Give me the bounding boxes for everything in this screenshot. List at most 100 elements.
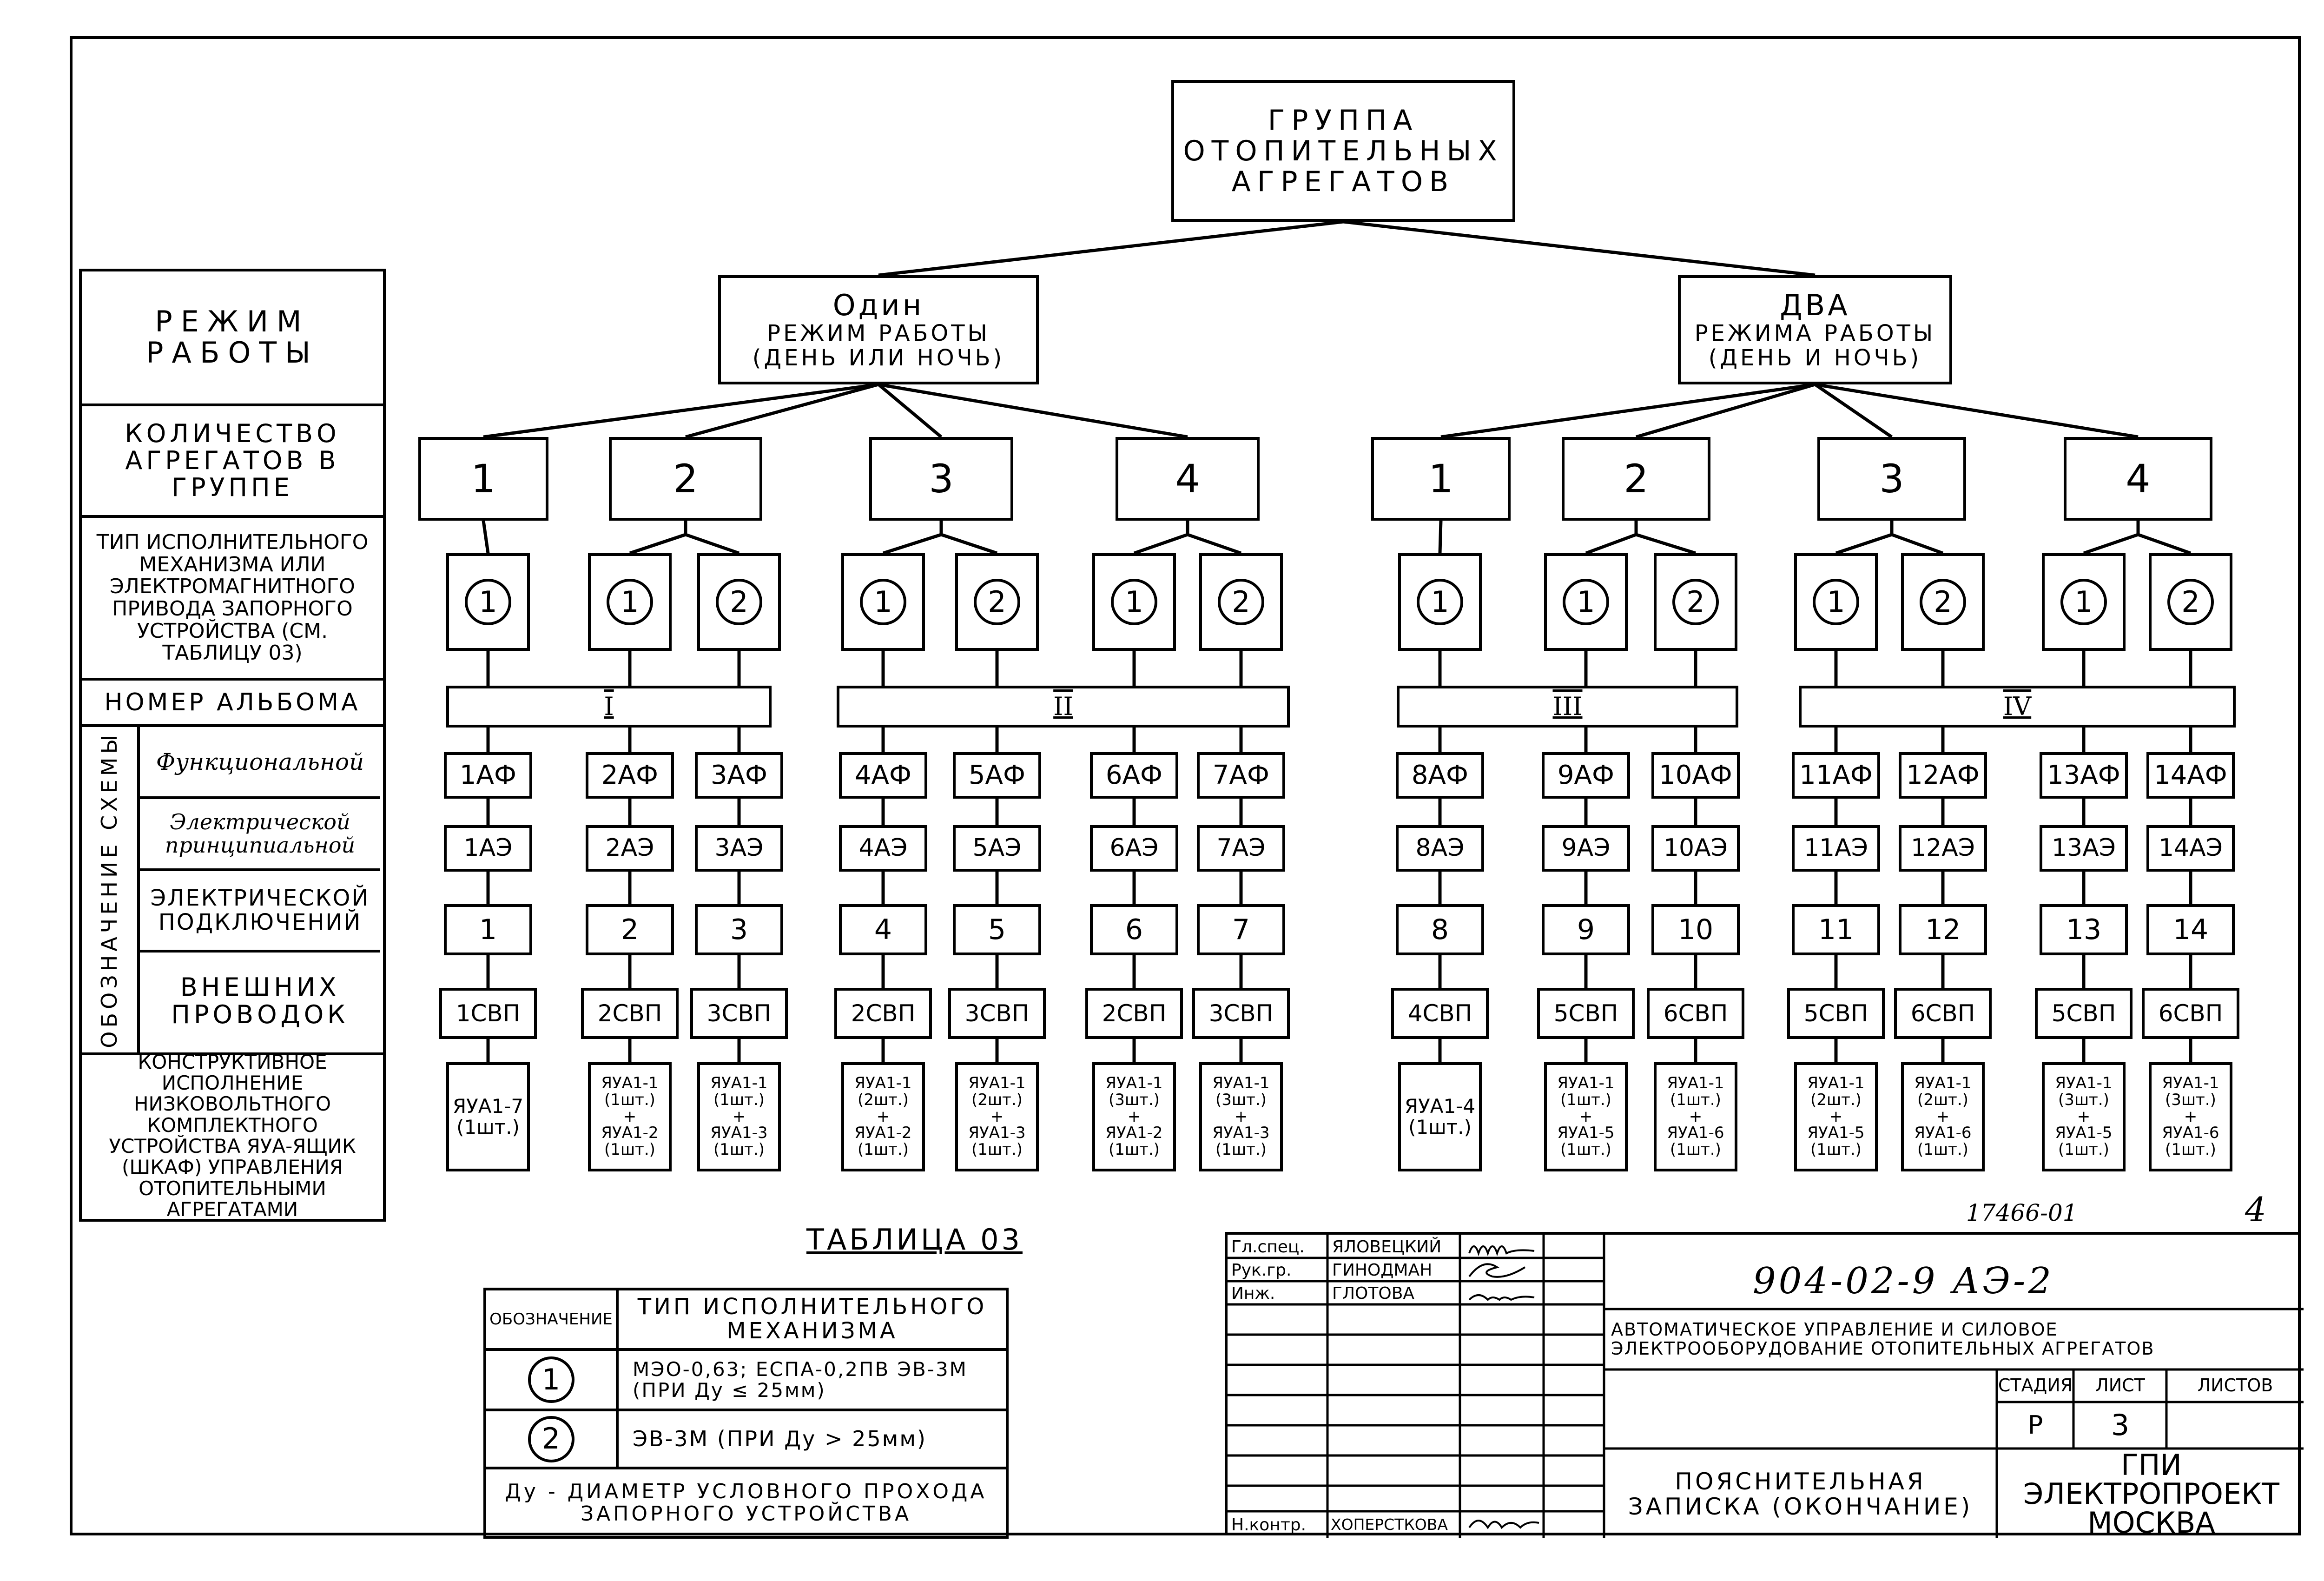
table03-r1: МЭО-0,63; ЕСПА-0,2ПВ ЭВ-3М (ПРИ Ду ≤ 25м… [619,1351,1006,1411]
count-label: 1 [471,456,496,502]
af-cell: 10АФ [1651,752,1740,799]
yaua-line: ЯУА1-2 [854,1124,912,1143]
yaua-cell: ЯУА1-1(2шт.)+ЯУА1-6(1шт.) [1901,1062,1985,1171]
circle-1-icon: 1 [1111,579,1157,625]
connector-line [1635,533,1697,555]
count-node: 1 [1371,437,1511,521]
stamp-name-3: ГЛОТОВА [1332,1284,1415,1303]
mechanism-node: 2 [955,553,1039,651]
yaua-line: ЯУА1-3 [1212,1124,1270,1143]
legend-vnesh: ВНЕШНИХ ПРОВОДОК [171,972,349,1029]
mechanism-label: 2 [730,584,748,619]
svp-cell: 4СВП [1391,988,1489,1039]
connector-line [685,533,740,555]
af-label: 3АФ [710,760,768,791]
yaua-line: (1шт.) [2058,1140,2109,1159]
yaua-cell: ЯУА1-1(1шт.)+ЯУА1-5(1шт.) [1544,1062,1628,1171]
yaua-line: ЯУА1-1 [1212,1074,1270,1093]
connector-line [482,520,490,554]
af-label: 4АФ [854,760,912,791]
svp-label: 4СВП [1407,999,1472,1027]
conn-cell: 10 [1651,904,1740,955]
svp-label: 3СВП [1208,999,1274,1027]
album-label: III [1552,692,1583,721]
circle-1-icon: 1 [607,579,653,625]
conn-cell: 1 [444,904,532,955]
count-node: 2 [1562,437,1710,521]
yaua-line: ЯУА1-1 [1105,1074,1163,1093]
mechanism-label: 2 [1686,584,1705,619]
count-node: 3 [869,437,1013,521]
yaua-line: + [876,1107,890,1126]
yaua-line: (1шт.) [971,1140,1023,1159]
yaua-line: (2шт.) [971,1090,1023,1109]
album-label: I [604,692,614,721]
svp-label: 1СВП [456,999,521,1027]
yaua-line: (1шт.) [1917,1140,1968,1159]
sheet-header: ЛИСТ [2095,1375,2145,1396]
connector-line [1636,383,1816,439]
mechanism-label: 1 [2074,584,2093,619]
yaua-line: (1шт.) [604,1090,655,1109]
stage-value: Р [2027,1410,2043,1440]
ae-label: 2АЭ [605,834,654,862]
circle-2-icon: 2 [2167,579,2214,625]
mechanism-label: 1 [1577,584,1595,619]
connector-line [1585,533,1637,555]
stamp-name-4: ХОПЕРСТКОВА [1331,1515,1448,1534]
yaua-line: (1шт.) [713,1140,765,1159]
yaua-line: + [1579,1107,1593,1126]
legend-func: Функциональной [140,727,380,799]
yaua-cell: ЯУА1-7(1шт.) [446,1062,530,1171]
yaua-line: ЯУА1-3 [710,1124,768,1143]
count-node: 1 [418,437,548,521]
af-cell: 7АФ [1197,752,1285,799]
svp-cell: 2СВП [581,988,679,1039]
table03: ОБОЗНАЧЕНИЕ ТИП ИСПОЛНИТЕЛЬНОГО МЕХАНИЗМ… [483,1288,1009,1539]
conn-label: 1 [479,913,497,946]
yaua-line: ЯУА1-5 [2055,1124,2113,1143]
connector-line [1891,533,1944,555]
table03-h2: ТИП ИСПОЛНИТЕЛЬНОГО МЕХАНИЗМА [619,1290,1006,1351]
legend-oboz-vertical: ОБОЗНАЧЕНИЕ СХЕМЫ [82,727,140,1052]
count-label: 2 [1624,456,1649,502]
ae-label: 8АЭ [1415,834,1465,862]
yaua-line: + [2184,1107,2198,1126]
af-label: 7АФ [1212,760,1270,791]
mechanism-label: 1 [1431,584,1449,619]
yaua-cell: ЯУА1-1(3шт.)+ЯУА1-6(1шт.) [2149,1062,2232,1171]
conn-label: 7 [1232,913,1250,946]
conn-label: 3 [730,913,748,946]
af-cell: 3АФ [695,752,783,799]
legend-konstr: КОНСТРУКТИВНОЕ ИСПОЛНЕНИЕ НИЗКОВОЛЬТНОГО… [109,1050,356,1221]
circle-1-icon: 1 [1813,579,1859,625]
af-cell: 9АФ [1542,752,1630,799]
album-label: IV [2003,692,2032,721]
svp-cell: 3СВП [948,988,1046,1039]
conn-label: 12 [1925,913,1961,946]
ae-cell: 7АЭ [1197,825,1285,872]
table03-h1: ОБОЗНАЧЕНИЕ [486,1290,619,1351]
connector-line [1438,520,1443,554]
yaua-cell: ЯУА1-1(3шт.)+ЯУА1-5(1шт.) [2042,1062,2126,1171]
svp-cell: 2СВП [834,988,932,1039]
stamp-role-3: Инж. [1231,1284,1275,1303]
af-cell: 4АФ [839,752,927,799]
yaua-line: (1шт.) [1109,1140,1160,1159]
yaua-line: (1шт.) [858,1140,909,1159]
af-label: 13АФ [2047,760,2120,791]
sheet-value: 3 [2111,1408,2130,1442]
yaua-line: (1шт.) [1560,1090,1611,1109]
album-bar: III [1397,686,1738,728]
ae-cell: 6АЭ [1090,825,1178,872]
connector-line [1815,383,2139,439]
title-block: Гл.спец. ЯЛОВЕЦКИЙ Рук.гр. ГИНОДМАН Инж.… [1225,1232,2304,1538]
yaua-cell: ЯУА1-1(3шт.)+ЯУА1-3(1шт.) [1199,1062,1283,1171]
connector-line [878,220,1344,277]
connector-line [2083,533,2139,555]
conn-cell: 13 [2040,904,2128,955]
ae-label: 3АЭ [714,834,764,862]
stamp-name-1: ЯЛОВЕЦКИЙ [1332,1237,1442,1257]
yaua-line: (1шт.) [2165,1140,2216,1159]
mechanism-node: 1 [1398,553,1482,651]
